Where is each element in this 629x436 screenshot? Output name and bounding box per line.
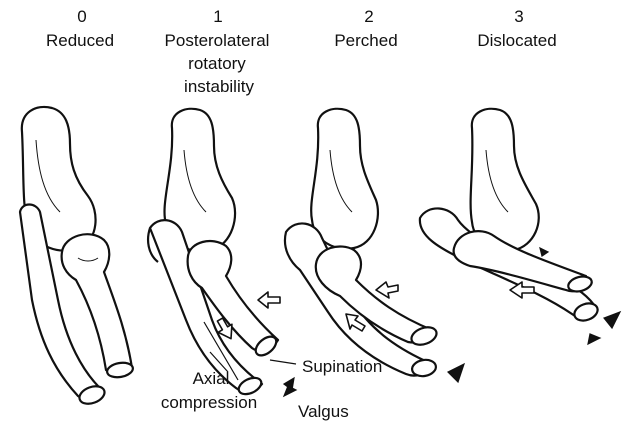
valgus-label: Valgus — [298, 401, 349, 422]
compression-label: compression — [161, 392, 257, 413]
stage-3-elbow-drawing — [420, 109, 620, 344]
stage-1-elbow-drawing — [148, 109, 296, 398]
axial-label: Axial — [193, 368, 230, 389]
supination-leader — [270, 360, 296, 364]
supination-label: Supination — [302, 356, 382, 377]
stage-0-elbow-drawing — [20, 107, 134, 407]
